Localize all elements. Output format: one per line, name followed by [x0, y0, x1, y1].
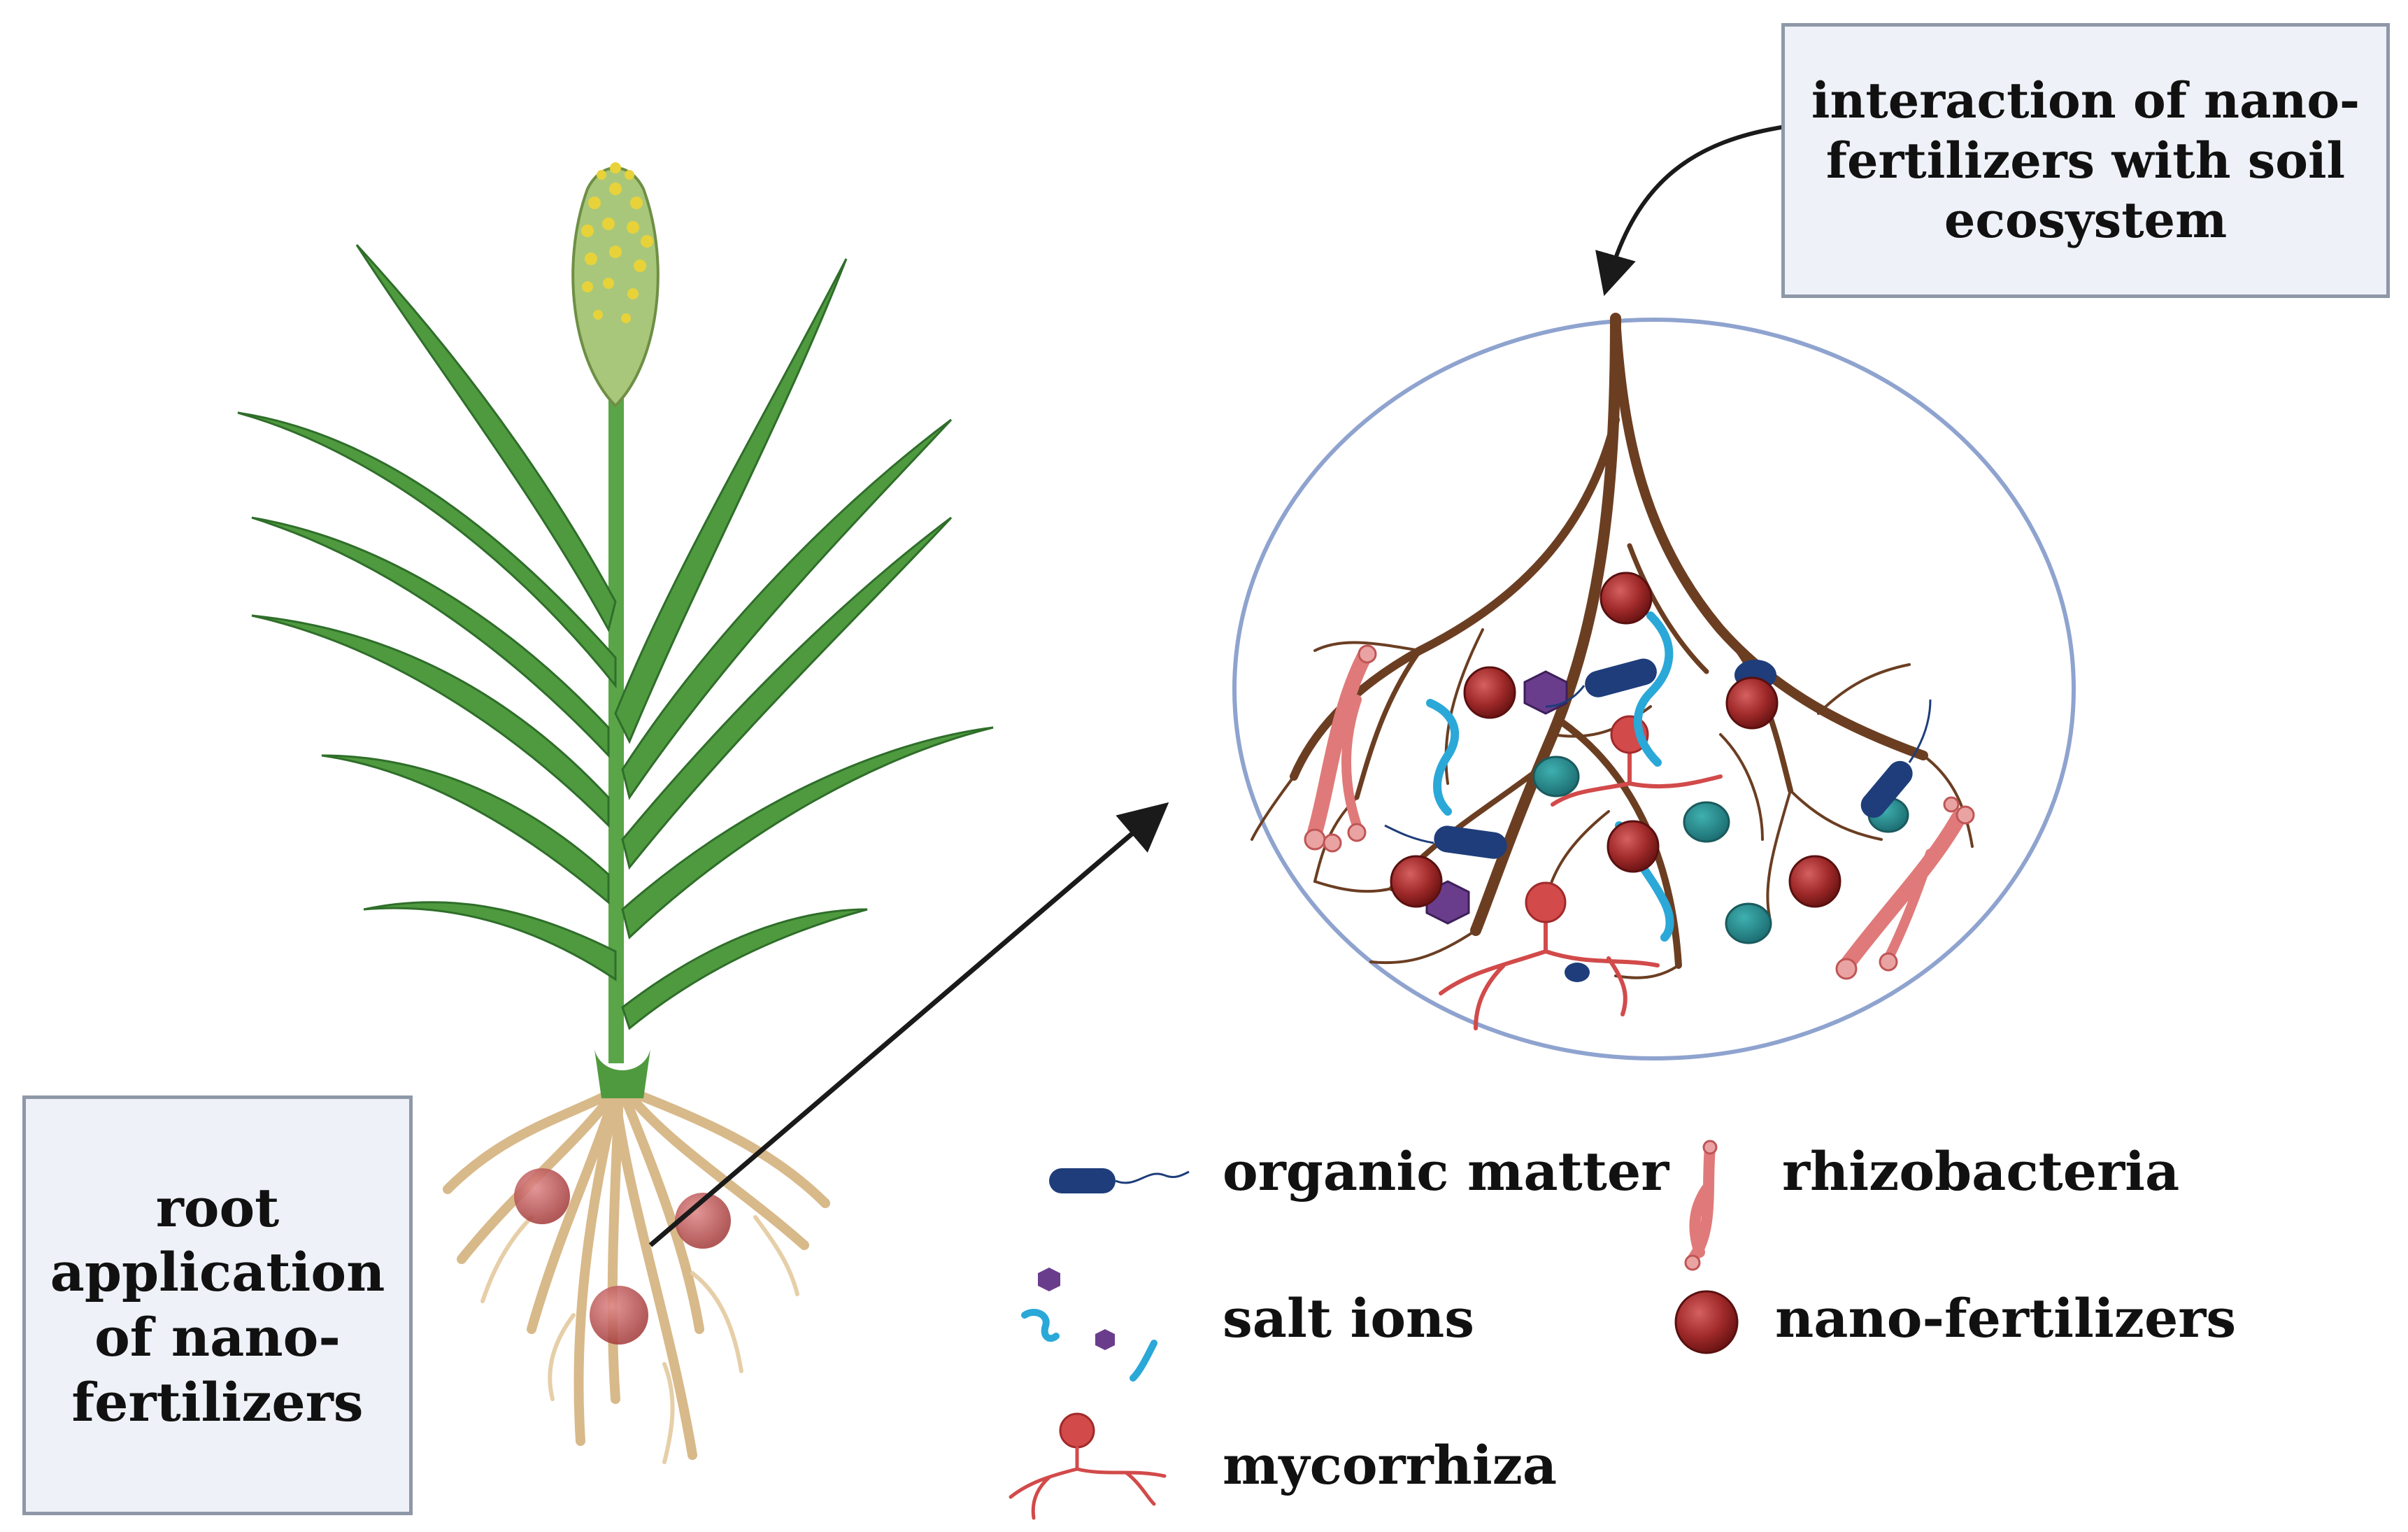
legend-label-nano-fertilizers: nano-fertilizers: [1775, 1287, 2237, 1349]
mycorrhiza-spores: [1525, 715, 1649, 923]
plant-leaves: [237, 243, 994, 1030]
rhizobacteria-icon: [1684, 1140, 1718, 1271]
plant-roots: [443, 1086, 830, 1460]
soil-ecosystem-circle: [1232, 313, 2076, 1061]
sorghum-plant-illustration: [237, 162, 994, 1464]
legend-label-mycorrhiza: mycorrhiza: [1223, 1434, 1558, 1496]
legend-icons: [1009, 1140, 1739, 1520]
rhizobacteria-cluster: [1307, 650, 1966, 973]
legend-label-salt-ions: salt ions: [1223, 1287, 1475, 1349]
soil-interaction-caption: interaction of nano-fertilizers with soi…: [1811, 71, 2360, 250]
arrow-box-to-soil: [1595, 124, 1791, 297]
plant-stem: [608, 392, 624, 1063]
soil-interaction-caption-box: interaction of nano-fertilizers with soi…: [1781, 23, 2390, 298]
salt-ions-icon: [1021, 1268, 1157, 1382]
mycorrhiza-icon: [1009, 1412, 1167, 1520]
flower-head: [571, 162, 660, 408]
organic-matter-icon: [1049, 1168, 1190, 1193]
nano-fertilizers-icon: [1674, 1290, 1739, 1354]
nano-fertilizer-particle: [675, 1193, 731, 1249]
root-application-caption: root application of nano-fertilizers: [50, 1176, 385, 1433]
legend-label-rhizobacteria: rhizobacteria: [1782, 1140, 2180, 1203]
teal-soil-cells: [1532, 756, 1909, 944]
nano-fertilizer-particle: [514, 1168, 570, 1224]
legend-label-organic-matter: organic matter: [1223, 1140, 1669, 1203]
soil-nano-particles: [1390, 572, 1841, 908]
root-nano-particles: [514, 1168, 731, 1345]
mycorrhiza-network: [1439, 746, 1723, 1030]
root-application-caption-box: root application of nano-fertilizers: [22, 1095, 413, 1515]
nano-fertilizer-particle: [590, 1286, 648, 1345]
arrow-root-to-soil: [648, 802, 1169, 1247]
